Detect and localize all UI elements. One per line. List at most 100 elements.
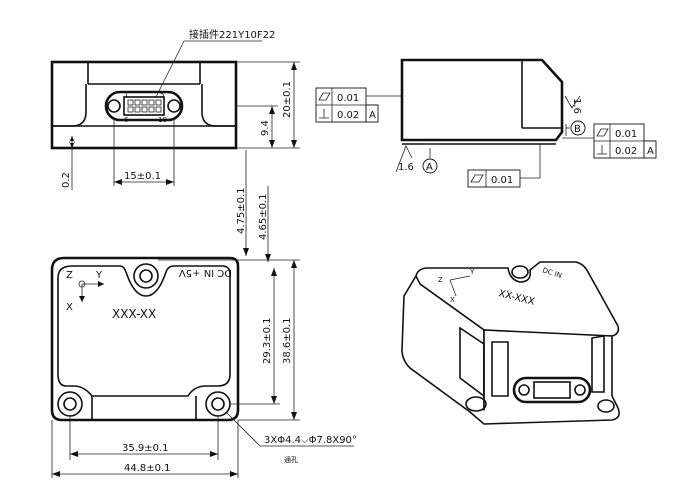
- connector-callout-leader: [155, 40, 185, 98]
- front-view-right-flange: [201, 84, 236, 127]
- pin-10-label: 10: [158, 116, 167, 124]
- pin: [127, 106, 134, 113]
- mounting-hole-left: [57, 391, 83, 417]
- pin-5-label: 5: [160, 91, 164, 99]
- dim-hole-span: 35.9±0.1: [122, 443, 169, 454]
- datum-b-circle: [570, 120, 586, 136]
- tolerance-frame-top: 0.01 0.02 A: [315, 87, 402, 123]
- perpendicularity-icon: [597, 145, 607, 155]
- iso-connector-screw: [518, 384, 530, 396]
- side-view: A 1.6 1.6 B 0.01 0.02 A: [315, 58, 657, 188]
- pin-6-label: 6: [124, 116, 129, 124]
- hole-note: 3XΦ4.4⌵Φ7.8X90°: [264, 435, 357, 446]
- tolerance-perp-right-datum: A: [647, 146, 654, 157]
- flatness-icon: [470, 174, 484, 183]
- iso-mounting-hole: [597, 399, 615, 413]
- dim-connector-width: 15±0.1: [124, 171, 161, 182]
- front-view-outline: [50, 60, 238, 150]
- dim-offset-b: 4.65±0.1: [258, 193, 269, 240]
- roughness-symbol: [564, 95, 581, 109]
- dim-inner-height: 29.3±0.1: [262, 317, 273, 364]
- arrow-head: [79, 296, 85, 302]
- pin: [134, 99, 141, 106]
- tolerance-frame-outline: [467, 169, 521, 188]
- dim-arrow: [265, 254, 271, 262]
- iso-left-block: [459, 326, 485, 398]
- iso-front-block: [491, 341, 509, 397]
- connector: 1 5 6 10: [104, 90, 184, 124]
- pin: [148, 106, 155, 113]
- side-view-outline: [400, 58, 564, 142]
- pin: [127, 99, 134, 106]
- connector-pins: [127, 99, 162, 113]
- top-view-inner-face: [57, 265, 231, 397]
- axis-y-label: Y: [95, 270, 103, 281]
- tolerance-perp-right: 0.02: [615, 146, 637, 157]
- power-label: DC IN +5V: [179, 267, 232, 278]
- pin: [155, 106, 162, 113]
- dim-connector-height: 9.4: [260, 120, 271, 136]
- pin: [141, 99, 148, 106]
- iso-mounting-hole: [465, 396, 487, 412]
- tolerance-frame-bottom: 0.01: [467, 144, 541, 188]
- tolerance-perp-top: 0.02: [337, 110, 359, 121]
- pin: [155, 99, 162, 106]
- dim-arrow: [243, 248, 249, 256]
- datum-a-circle: [422, 158, 438, 174]
- arrow-head: [98, 281, 104, 287]
- offset-dims: 4.75±0.1 4.65±0.1: [236, 150, 271, 262]
- top-view-outline: [50, 256, 240, 422]
- pin: [141, 106, 148, 113]
- mounting-hole-top: [133, 263, 159, 289]
- dim-arrows: [69, 136, 75, 148]
- tolerance-perp-top-datum: A: [369, 110, 376, 121]
- iso-connector-screw: [574, 384, 586, 396]
- iso-axis-z-label: Z: [438, 276, 443, 284]
- product-label: XXX-XX: [112, 307, 156, 321]
- connector-screw-right: [167, 99, 181, 113]
- mounting-hole-top-inner: [139, 269, 153, 283]
- hole-note-leader: [225, 411, 261, 447]
- iso-mounting-hole: [511, 265, 529, 279]
- dim-outer-height: 38.6±0.1: [282, 317, 293, 364]
- datum-a-label: A: [426, 162, 433, 173]
- perpendicularity-icon: [319, 109, 329, 119]
- roughness-symbol: [395, 145, 413, 173]
- front-view: 1 5 6 10 接插件221Y10F22 20±0.1 9.4 0.2 15±…: [50, 28, 300, 190]
- top-view: Z Y X XXX-XX DC IN +5V 29.3±0.1 38.6±0.1…: [50, 256, 357, 478]
- frame-datum-cell: [365, 104, 379, 123]
- tolerance-flatness-right: 0.01: [615, 129, 637, 140]
- mounting-hole-left-inner: [63, 397, 77, 411]
- axis-z-label: Z: [66, 270, 73, 281]
- mounting-hole-right-inner: [211, 397, 225, 411]
- flatness-icon: [596, 128, 609, 137]
- tolerance-frame-right: 0.01 0.02 A: [562, 123, 657, 159]
- front-view-left-flange: [52, 84, 87, 127]
- pin: [134, 106, 141, 113]
- connector-shell: [104, 90, 184, 122]
- pin-1-label: 1: [124, 91, 128, 99]
- roughness-label-right: 1.6: [571, 98, 582, 114]
- axis-x-label: X: [66, 302, 73, 313]
- axis-indicator: Z Y X: [66, 270, 104, 313]
- dim-body-width: 44.8±0.1: [124, 463, 171, 474]
- tolerance-flatness-bottom: 0.01: [491, 175, 513, 186]
- iso-axis-x: [449, 279, 457, 297]
- frame-datum-cell: [643, 140, 657, 159]
- iso-axis-y: [449, 275, 471, 281]
- iso-connector: [512, 376, 592, 404]
- dim-depth-small: 0.2: [61, 172, 72, 188]
- flatness-icon: [318, 92, 331, 101]
- iso-right-block: [591, 335, 605, 393]
- connector-callout-text: 接插件221Y10F22: [189, 28, 275, 41]
- iso-axis-y-label: Y: [469, 268, 475, 276]
- hole-note-sub: 通孔: [284, 455, 298, 464]
- tolerance-flatness-top: 0.01: [337, 93, 359, 104]
- connector-screw-left: [107, 99, 121, 113]
- iso-connector-pins: [533, 381, 571, 399]
- dim-height-total: 20±0.1: [282, 81, 293, 118]
- iso-base-flange: [469, 395, 620, 425]
- pin: [148, 99, 155, 106]
- datum-b-label: B: [574, 124, 581, 135]
